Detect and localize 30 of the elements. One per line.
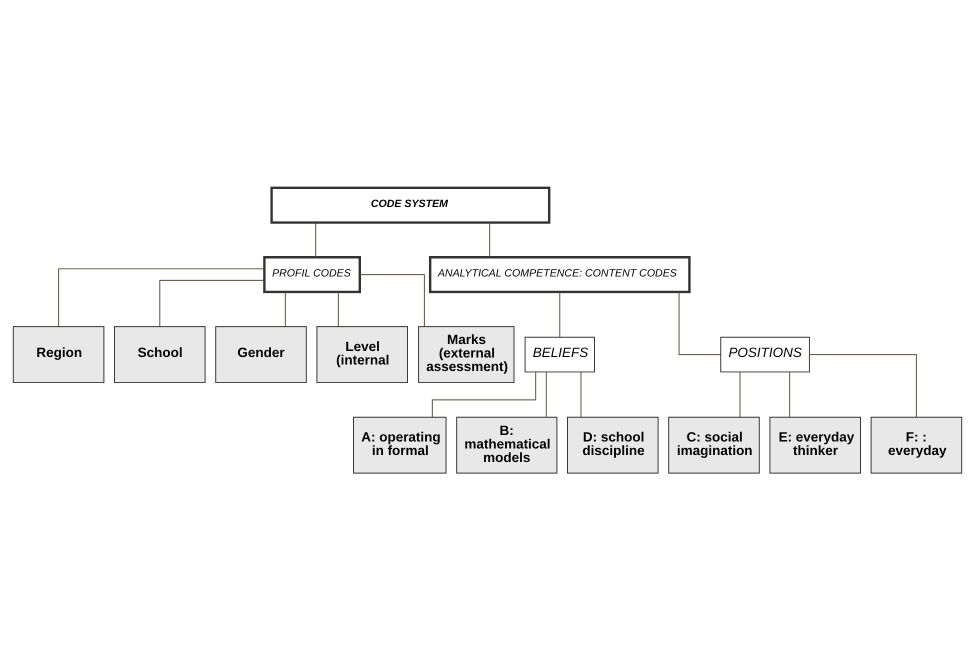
connector <box>58 268 265 327</box>
node-box: ANALYTICAL COMPETENCE: CONTENT CODES <box>428 256 691 294</box>
node-box: BELIEFS <box>524 336 595 372</box>
node-box: A: operating in formal <box>353 416 447 474</box>
connector <box>360 274 425 328</box>
connector <box>284 291 286 328</box>
node-box: Gender <box>215 326 307 384</box>
connector <box>559 291 560 338</box>
node-box: School <box>114 326 206 384</box>
node-box: Level (internal <box>316 326 408 384</box>
connector <box>678 291 722 356</box>
connector <box>546 372 547 418</box>
node-box: Marks (external assessment) <box>418 326 514 384</box>
node-box: B: mathematical models <box>456 416 558 474</box>
connector <box>580 372 582 418</box>
node-box: E: everyday thinker <box>769 416 861 474</box>
connector <box>338 291 339 328</box>
node-box: PROFIL CODES <box>263 256 361 294</box>
connector <box>809 354 917 418</box>
node-box: Region <box>12 326 104 384</box>
node-box: F: : everyday <box>870 416 962 474</box>
node-box: D: school discipline <box>567 416 659 474</box>
connector <box>489 222 490 258</box>
connector <box>159 280 265 328</box>
connector <box>432 372 536 418</box>
connector <box>315 222 316 258</box>
connector <box>789 372 790 418</box>
node-box: C: social imagination <box>668 416 760 474</box>
node-box: POSITIONS <box>720 336 810 372</box>
node-box: CODE SYSTEM <box>270 186 550 224</box>
